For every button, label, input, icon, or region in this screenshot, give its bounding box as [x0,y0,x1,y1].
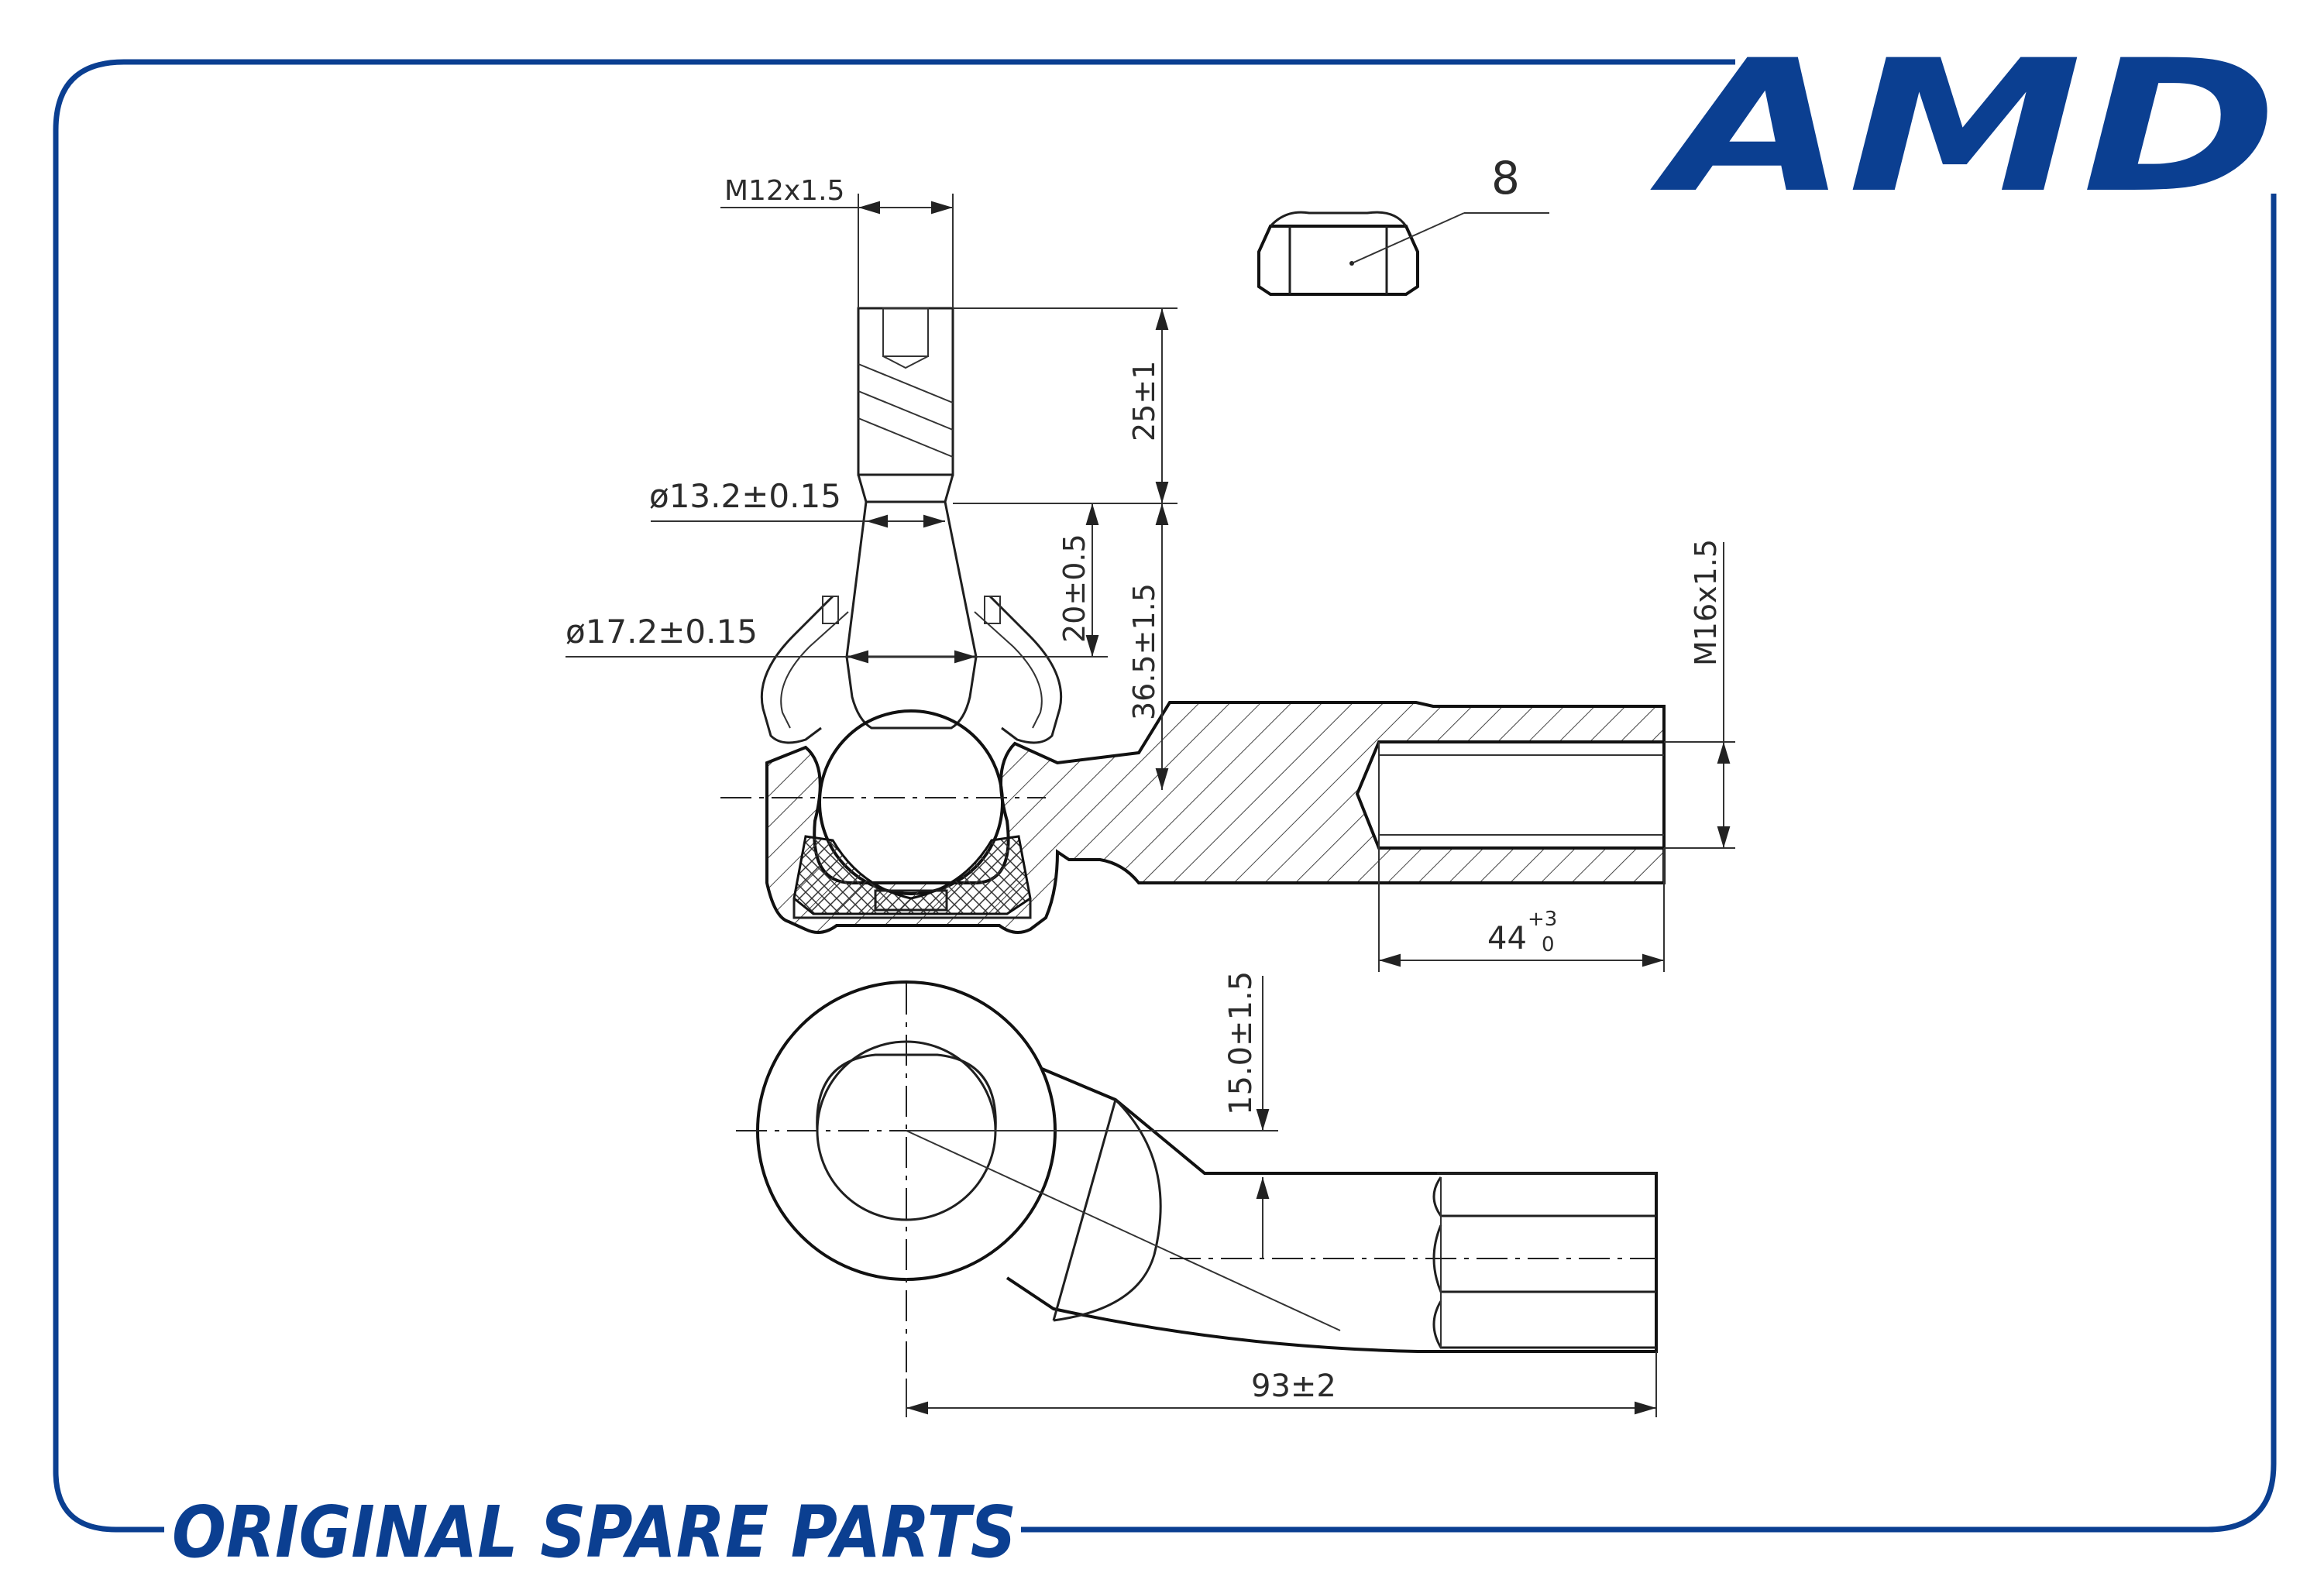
nut-callout: 8 [1491,152,1520,204]
dim-thread-top: M12x1.5 [724,175,844,207]
dim-cone-height: 20±0.5 [1057,534,1092,643]
dim-stud-height: 36.5±1.5 [1127,583,1161,720]
dim-diam-neck: ø13.2±0.15 [649,477,841,515]
ball-stud [845,307,978,730]
page-frame [53,59,2277,1533]
threaded-bore [1355,740,1666,850]
bearing-insert [792,835,1032,915]
nut-part: 8 [1257,152,1549,296]
dimensions-top: 15.0±1.5 93±2 [906,971,1657,1417]
tagline: ORIGINAL SPARE PARTS [172,1491,1016,1574]
dim-thread-depth: 44 [1487,921,1527,956]
dim-thread-depth-upper: +3 [1528,908,1557,931]
dim-overall-length: 93±2 [1251,1368,1336,1404]
dim-diam-cone: ø17.2±0.15 [566,613,758,651]
dimensions-side: M12x1.5 25±1 ø13.2±0.15 20±0.5 ø17.2±0.1… [566,175,1735,972]
dust-boot [760,595,1063,744]
logo-text: AMD [1649,22,2278,233]
dim-thread-side: M16x1.5 [1689,539,1723,666]
amd-logo: AMD [1649,22,2278,233]
side-section-view [720,307,1666,934]
dim-offset: 15.0±1.5 [1223,971,1259,1115]
dim-stud-length: 25±1 [1127,361,1161,441]
dim-thread-depth-lower: 0 [1542,933,1555,956]
top-view [736,980,1658,1417]
